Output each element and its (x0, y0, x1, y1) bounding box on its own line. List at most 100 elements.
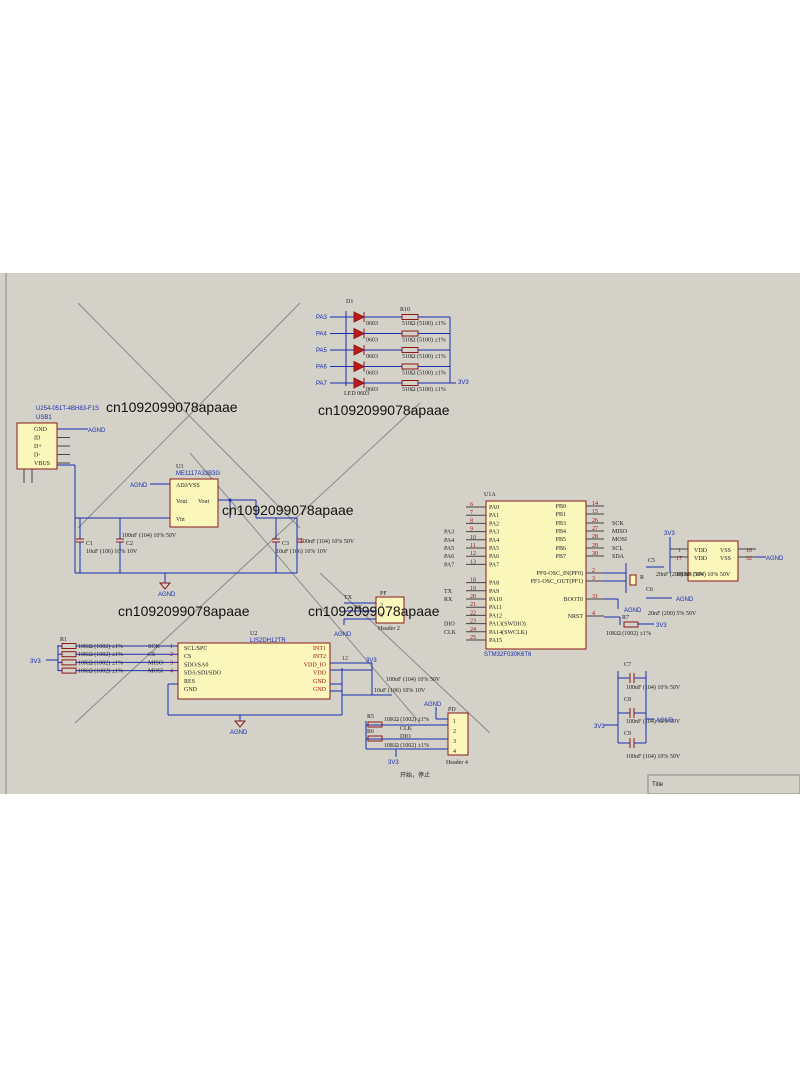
mcu-right-pin-2: PB3 (556, 521, 566, 527)
mcu-left-pin-8: PA8 (489, 581, 499, 587)
accel-right-pin-5: GND (313, 687, 327, 693)
regulator-block: U3 ME1117A33B3G ADJ/VSS Vout Vout Vin AG… (75, 464, 355, 598)
h4-pin4: 4 (453, 749, 456, 755)
accel-cap1: 100nF (104) 10% 50V (386, 676, 441, 683)
mcu-right-pin-0: PB0 (556, 504, 566, 510)
h2-pin3: 3 (380, 613, 383, 619)
led-part: LED 0603 (344, 391, 369, 397)
pwr-n32: 32 (746, 556, 752, 562)
pwr-vss1: VSS (720, 548, 731, 554)
accel-left-pin-1: CS (184, 654, 191, 660)
accel-right-pin-3: VDD (313, 671, 327, 677)
led-diode-3 (353, 360, 366, 373)
accel-left-pin-3: SDA/SDI/SDO (184, 671, 222, 677)
accel-ref: U2 (250, 631, 257, 637)
accel-res-1 (61, 651, 77, 658)
pwr-cap: 100nF (104) 10% 50V (676, 571, 731, 578)
accel-supply: 3V3 (30, 659, 41, 665)
accel-left-pin-0: SCL/SPC (184, 646, 207, 652)
c9-val: 100nF (104) 10% 50V (626, 753, 681, 760)
led-pkg-3: 0603 (366, 371, 378, 377)
usb-pin-label-2: D+ (34, 444, 42, 450)
usb-pin-label-1: ID (34, 436, 41, 442)
pwr-vdd2: VDD (694, 556, 708, 562)
led-diode-0 (353, 311, 366, 323)
accel-net-1: CS (148, 652, 155, 658)
mcu-left-pin-2: PA2 (489, 521, 499, 527)
h2-pin2: 2 (380, 603, 383, 609)
mcu-right-net-3: MISO (612, 529, 628, 535)
accel-pinnum-1: 2 (170, 652, 173, 658)
mcu-left-pin-9: PA9 (489, 589, 499, 595)
mcu-right-num-0: 14 (592, 501, 598, 507)
led-diode-1 (353, 327, 366, 340)
h4-supply: 3V3 (388, 760, 399, 766)
led-res-val-1: 510Ω (5100) ±1% (402, 337, 446, 344)
title-block-label: Title (652, 782, 664, 788)
crossout-marks (74, 302, 491, 734)
usb-part: U254-051T-4BH83-F1S (36, 406, 99, 412)
accel-right-pin-0: INT1 (313, 646, 326, 652)
watermarks: cn1092099078apaae cn1092099078apaae cn10… (106, 399, 450, 619)
accel-cap2: 10uF (106) 10% 10V (374, 687, 426, 694)
accel-net-3: MOSI (148, 669, 163, 675)
led-resistor-0 (401, 314, 419, 320)
reg-part: ME1117A33B3G (176, 471, 220, 477)
mcu-right-pin-7: PF0-OSC_IN(PF0) (537, 570, 583, 577)
led-pkg-2: 0603 (366, 354, 378, 360)
led-res-val-0: 510Ω (5100) ±1% (402, 320, 446, 327)
h4-r6: R6 (367, 729, 374, 735)
mcu-left-num-3: 9 (470, 527, 473, 533)
cx-val: 20nF (200) 5% 50V (656, 571, 705, 578)
cap-c4: 100nF (104) 10% 50V (297, 538, 355, 545)
led-ref: D1 (346, 299, 353, 305)
c2-val: 100nF (104) 10% 50V (122, 532, 177, 539)
c5-ref: C5 (648, 558, 655, 564)
led-resistor-2 (401, 347, 419, 353)
c2-ref: C2 (126, 541, 133, 547)
reg-ref: U3 (176, 464, 183, 470)
mcu-left-pin-4: PA4 (489, 538, 499, 544)
accel-left-pin-5: GND (184, 687, 198, 693)
accel-res-2 (61, 659, 77, 666)
mcu-right-num-2: 26 (592, 518, 598, 524)
mcu-left-pin-13: PA13(SWDIO) (489, 621, 526, 628)
mcu-right-pin-3: PB4 (556, 529, 566, 535)
accel-pinnum-2: 3 (170, 660, 173, 666)
r7-val: 10KΩ (1002) ±1% (606, 630, 651, 637)
h4-note: 开始，停止 (400, 771, 430, 779)
reg-gnd-net: AGND (130, 483, 148, 489)
accel-res-val-0: 10KΩ (1002) ±1% (78, 643, 123, 650)
usb-body (16, 422, 58, 470)
power-box: VDD VDD VSS VSS 1 17 16 32 AGND 3V3 100n… (664, 531, 784, 582)
mcu-right-pin-4: PB5 (556, 537, 566, 543)
accel-pinnum-0: 1 (170, 644, 173, 650)
led-diode-2 (353, 344, 366, 356)
mcu-right-num-4: 28 (592, 534, 598, 540)
watermark-1: cn1092099078apaae (106, 399, 238, 415)
reg-pin-vout2: Vout (198, 499, 210, 505)
mcu-right-num-8: 3 (592, 576, 595, 582)
h4-r5: R5 (367, 714, 374, 720)
c3-val: 10uF (106) 10% 10V (276, 548, 328, 555)
mcu-right-num-7: 2 (592, 568, 595, 574)
h2-label: Header 2 (378, 626, 400, 632)
mcu-left-pin-14: PA14(SWCLK) (489, 629, 527, 636)
reg-pin-adj: ADJ/VSS (176, 483, 200, 489)
h2-gnd: AGND (334, 632, 352, 638)
mcu-body (485, 500, 587, 650)
c1-val: 10uF (106) 10% 10V (86, 548, 138, 555)
pwr-n17: 17 (676, 556, 682, 562)
mcu-left-net-3: PA3 (444, 530, 454, 536)
cap-c2: C2 100nF (104) 10% 50V (116, 518, 177, 573)
usb-pin-label-3: D- (34, 453, 40, 459)
mcu-left-num-2: 8 (470, 518, 473, 524)
mcu-right-pin-6: PB7 (556, 554, 566, 560)
accel-res-val-3: 10KΩ (1002) ±1% (78, 668, 123, 675)
h4-rval1: 10KΩ (1002) ±1% (384, 716, 429, 723)
